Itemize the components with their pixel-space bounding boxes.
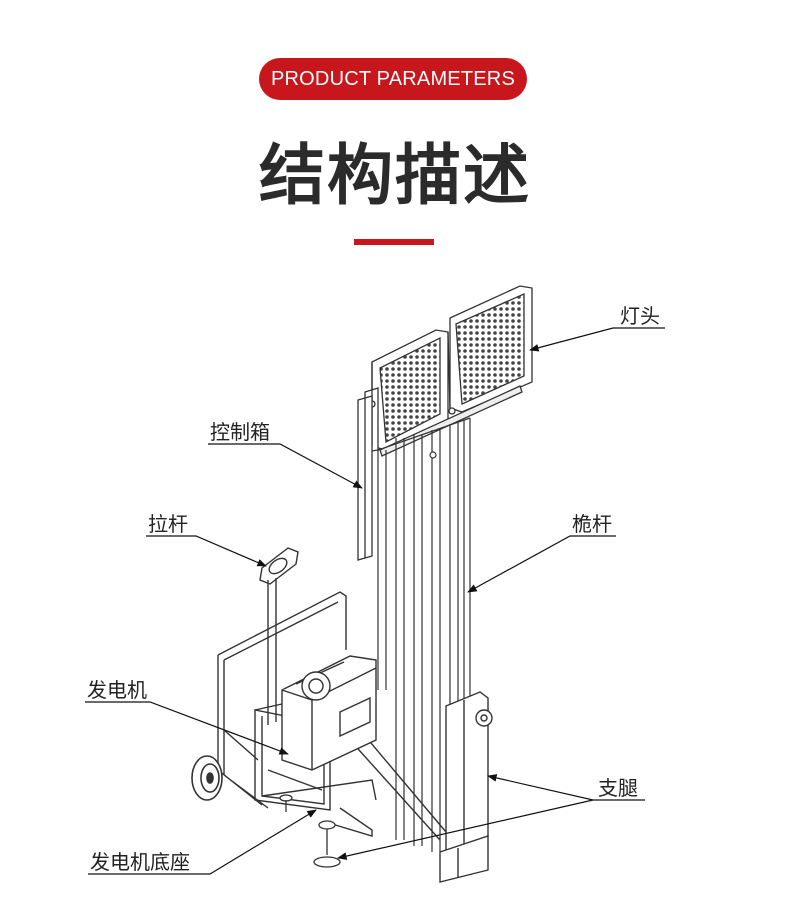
label-lamp-head: 灯头 — [620, 304, 660, 328]
control-box — [357, 395, 373, 561]
lamp-head — [364, 285, 533, 457]
label-generator-base: 发电机底座 — [90, 850, 190, 874]
page-title: 结构描述 — [259, 137, 531, 214]
title-underline — [354, 239, 434, 245]
label-pull-rod: 拉杆 — [148, 512, 188, 536]
base-feet — [279, 794, 341, 868]
label-mast: 桅杆 — [572, 512, 612, 536]
section-badge: PRODUCT PARAMETERS — [259, 58, 527, 100]
callout-leaders — [85, 327, 665, 875]
pull-rod — [259, 547, 299, 725]
label-generator: 发电机 — [87, 678, 147, 702]
wheel — [191, 755, 223, 801]
generator — [281, 655, 377, 771]
label-control-box: 控制箱 — [210, 420, 270, 444]
label-outrigger: 支腿 — [598, 776, 638, 800]
